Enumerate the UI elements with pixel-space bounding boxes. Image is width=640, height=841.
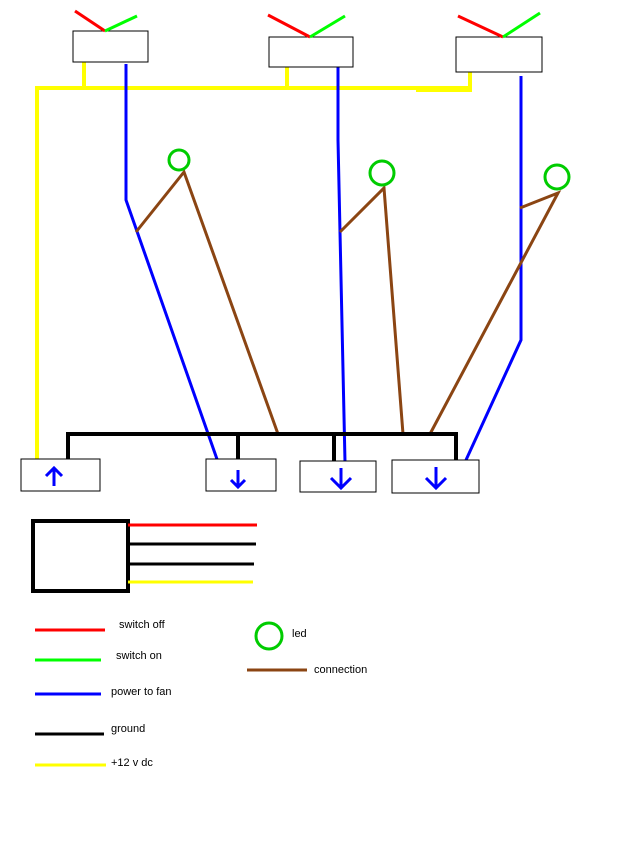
switch-on-lever [104, 14, 138, 33]
led-circle-icon [543, 163, 571, 191]
power-to-fan-wire [336, 66, 347, 463]
switch-3 [455, 11, 543, 73]
connection-wire [134, 168, 280, 435]
ground-wire [66, 432, 458, 460]
legend-swatch-led [254, 621, 284, 651]
switch-off-lever [457, 14, 504, 39]
led-circle-icon [368, 159, 396, 187]
connector-block [31, 519, 257, 593]
fan-box [299, 460, 377, 493]
legend-label-power-to-fan: power to fan [111, 686, 172, 698]
connector-box [31, 519, 130, 593]
switch-box [268, 36, 354, 68]
fan-3 [299, 460, 377, 493]
power-to-fan-wire [464, 76, 523, 461]
switch-off-lever [267, 13, 311, 39]
switch-on-lever [502, 11, 541, 39]
plus12v-wire [416, 72, 472, 92]
connection-wire [338, 184, 405, 435]
fan-4 [391, 459, 480, 494]
fan-box [205, 458, 277, 492]
led-circle-icon [167, 148, 191, 172]
switch-off-lever [74, 9, 106, 33]
legend-label-led: led [292, 628, 307, 640]
switch-1 [72, 9, 149, 63]
arrow-up-icon [44, 465, 64, 486]
connection-wire [428, 190, 562, 435]
switch-2 [267, 13, 354, 68]
arrow-down-icon [329, 468, 353, 491]
fan-2 [205, 458, 277, 492]
switch-box [72, 30, 149, 63]
arrow-down-icon [229, 470, 247, 490]
switch-box [455, 36, 543, 73]
legend-label-switch-on: switch on [116, 650, 162, 662]
switch-on-lever [309, 14, 346, 39]
legend-label-switch-off: switch off [119, 619, 165, 631]
power-to-fan-wire [124, 64, 220, 463]
plus12v-wire [35, 62, 86, 462]
fan-1 [20, 458, 101, 492]
legend-label-plus12v: +12 v dc [111, 757, 153, 769]
legend-label-connection: connection [314, 664, 368, 676]
fan-box [20, 458, 101, 492]
arrow-down-icon [424, 467, 448, 491]
legend-label-ground: ground [111, 723, 146, 735]
